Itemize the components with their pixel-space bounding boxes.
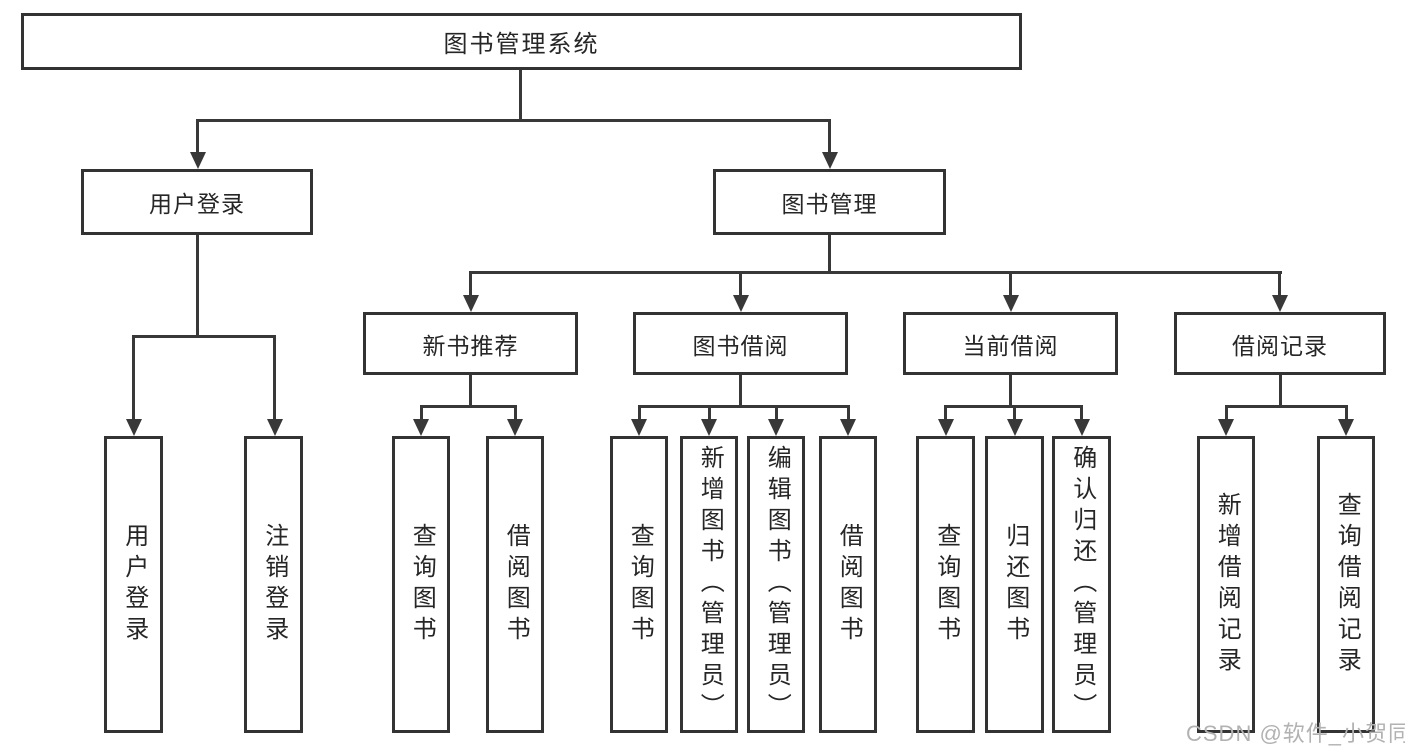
leaf-label: 查询图书 — [408, 522, 436, 647]
leaf-label: 借阅图书 — [502, 522, 530, 647]
leaf-return-books: 归还图书 — [985, 436, 1044, 733]
connector-line — [1225, 405, 1348, 408]
node-user-login: 用户登录 — [81, 169, 313, 235]
arrow-down-icon — [126, 419, 142, 436]
connector-line — [944, 405, 1083, 408]
arrow-down-icon — [267, 419, 283, 436]
connector-line — [708, 408, 711, 419]
arrow-down-icon — [631, 419, 647, 436]
connector-line — [1225, 408, 1228, 419]
leaf-query-books-recommend: 查询图书 — [392, 436, 450, 733]
connector-line — [828, 235, 831, 274]
leaf-query-books-current: 查询图书 — [916, 436, 975, 733]
connector-line — [847, 408, 850, 419]
connector-line — [273, 338, 276, 419]
leaf-label: 用户登录 — [120, 522, 148, 647]
connector-line — [132, 335, 276, 338]
node-label: 图书借阅 — [692, 332, 789, 359]
connector-line — [196, 235, 199, 338]
leaf-logout: 注销登录 — [244, 436, 303, 733]
connector-line — [1009, 274, 1012, 295]
arrow-down-icon — [1007, 419, 1023, 436]
arrow-down-icon — [1074, 419, 1090, 436]
connector-line — [469, 271, 1282, 274]
node-new-book-recommend: 新书推荐 — [363, 312, 578, 375]
arrow-down-icon — [840, 419, 856, 436]
connector-line — [944, 408, 947, 419]
leaf-query-books-borrowing: 查询图书 — [610, 436, 668, 733]
connector-line — [828, 122, 831, 152]
node-label: 图书管理系统 — [443, 31, 600, 58]
arrow-down-icon — [413, 419, 429, 436]
arrow-down-icon — [768, 419, 784, 436]
arrow-down-icon — [1218, 419, 1234, 436]
leaf-label: 查询借阅记录 — [1333, 491, 1361, 678]
leaf-add-borrow-record: 新增借阅记录 — [1197, 436, 1255, 733]
node-borrowing-records: 借阅记录 — [1174, 312, 1386, 375]
node-book-borrowing: 图书借阅 — [633, 312, 848, 375]
connector-line — [638, 408, 641, 419]
arrow-down-icon — [822, 152, 838, 169]
connector-line — [420, 408, 423, 419]
connector-line — [132, 338, 135, 419]
arrow-down-icon — [938, 419, 954, 436]
node-label: 新书推荐 — [422, 332, 519, 359]
connector-line — [1013, 408, 1016, 419]
node-label: 用户登录 — [149, 191, 245, 217]
arrow-down-icon — [701, 419, 717, 436]
arrow-down-icon — [1338, 419, 1354, 436]
leaf-label: 查询图书 — [626, 522, 654, 647]
leaf-label: 查询图书 — [932, 522, 960, 647]
connector-line — [469, 375, 472, 408]
csdn-watermark: CSDN @软件_小贺同学 — [1186, 721, 1405, 746]
connector-line — [420, 405, 517, 408]
leaf-user-login: 用户登录 — [104, 436, 163, 733]
node-label: 借阅记录 — [1232, 332, 1328, 359]
leaf-confirm-return-admin: 确认归还（管理员） — [1052, 436, 1111, 733]
node-label: 当前借阅 — [962, 332, 1059, 359]
leaf-label: 确认归还（管理员） — [1068, 445, 1096, 724]
leaf-label: 借阅图书 — [835, 522, 863, 647]
connector-line — [1278, 274, 1281, 295]
connector-line — [469, 274, 472, 295]
leaf-borrow-books-recommend: 借阅图书 — [486, 436, 544, 733]
connector-line — [519, 70, 522, 122]
connector-line — [1009, 375, 1012, 408]
arrow-down-icon — [1272, 295, 1288, 312]
arrow-down-icon — [1003, 295, 1019, 312]
connector-line — [1279, 375, 1282, 408]
leaf-label: 新增借阅记录 — [1213, 491, 1241, 678]
connector-line — [196, 119, 831, 122]
connector-line — [514, 408, 517, 419]
leaf-label: 编辑图书（管理员） — [763, 445, 791, 724]
node-book-management: 图书管理 — [713, 169, 946, 235]
leaf-label: 归还图书 — [1001, 522, 1029, 647]
connector-line — [1345, 408, 1348, 419]
node-label: 图书管理 — [781, 191, 878, 217]
arrow-down-icon — [733, 295, 749, 312]
leaf-label: 注销登录 — [260, 522, 288, 647]
connector-line — [775, 408, 778, 419]
arrow-down-icon — [507, 419, 523, 436]
leaf-label: 新增图书（管理员） — [696, 445, 724, 724]
arrow-down-icon — [463, 295, 479, 312]
node-library-system: 图书管理系统 — [21, 13, 1022, 70]
leaf-edit-books-admin: 编辑图书（管理员） — [747, 436, 805, 733]
leaf-borrow-books: 借阅图书 — [819, 436, 877, 733]
arrow-down-icon — [190, 152, 206, 169]
leaf-query-borrow-record: 查询借阅记录 — [1317, 436, 1375, 733]
connector-line — [1080, 408, 1083, 419]
connector-line — [196, 122, 199, 152]
node-current-borrowing: 当前借阅 — [903, 312, 1118, 375]
connector-line — [739, 375, 742, 408]
leaf-add-books-admin: 新增图书（管理员） — [680, 436, 738, 733]
connector-line — [638, 405, 850, 408]
connector-line — [739, 274, 742, 295]
